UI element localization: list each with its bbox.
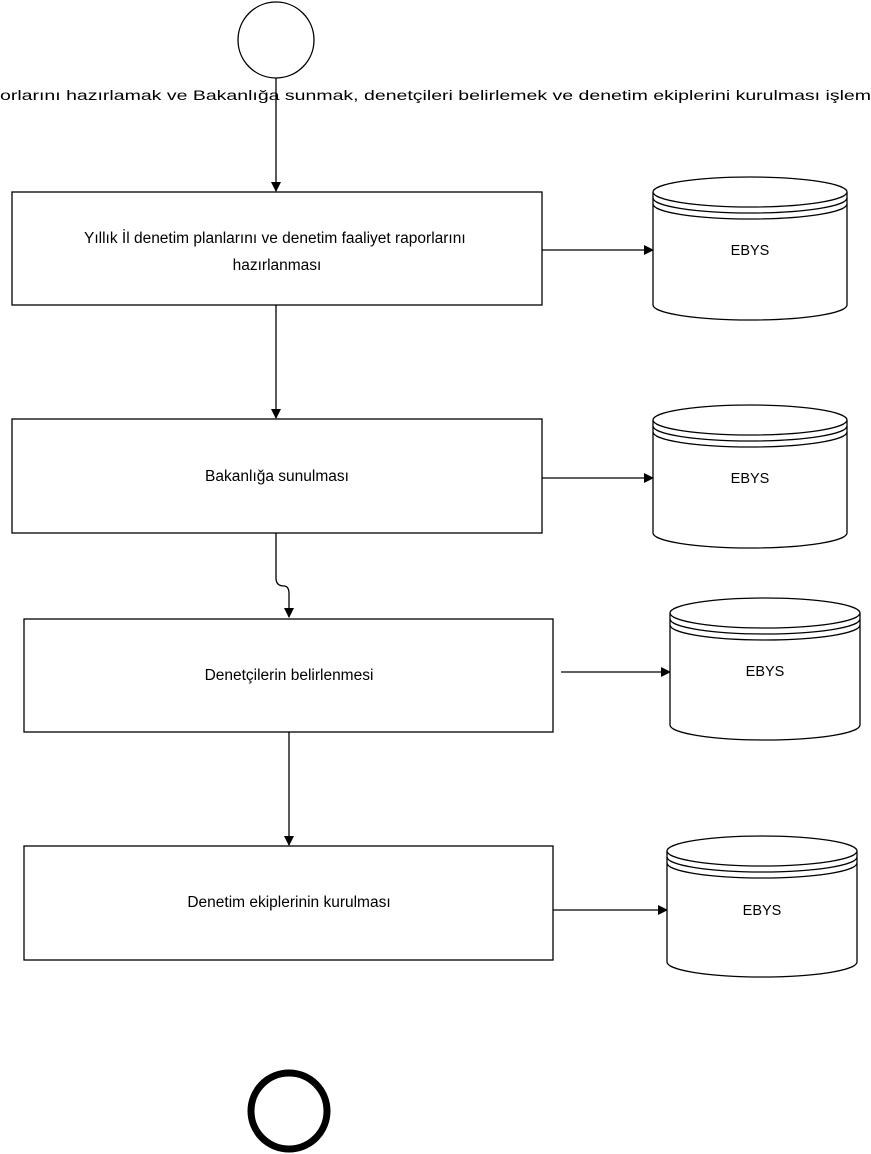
data-store-2-body <box>652 420 848 549</box>
process-step-3-box <box>23 618 554 733</box>
data-store-3-top <box>669 597 861 629</box>
data-store-2: EBYS <box>652 404 848 549</box>
data-store-1-body <box>652 192 848 321</box>
data-store-3-ring-1 <box>669 618 861 635</box>
data-store-1-ring-2 <box>652 203 848 220</box>
process-step-3: Denetçilerin belirlenmesi <box>23 618 554 733</box>
process-step-2-box <box>11 418 543 534</box>
process-step-1-label-line-1: Yıllık İl denetim planlarını ve denetim … <box>84 229 466 247</box>
flow-connector-step-2-to-step-3 <box>275 533 294 618</box>
process-description: orlarını hazırlamak ve Bakanlığa sunmak,… <box>0 87 871 103</box>
data-store-3: EBYS <box>669 597 861 741</box>
data-store-4-top <box>666 835 858 867</box>
data-store-4: EBYS <box>666 835 858 978</box>
data-store-4-ring-2 <box>666 862 858 879</box>
process-step-1: Yıllık İl denetim planlarını ve denetim … <box>11 191 543 306</box>
data-store-4-body <box>666 851 858 978</box>
process-step-4: Denetim ekiplerinin kurulması <box>23 845 554 961</box>
data-store-1-top <box>652 176 848 208</box>
data-store-3-ring-2 <box>669 624 861 641</box>
data-store-3-label: EBYS <box>746 664 785 680</box>
end-event <box>247 1069 331 1153</box>
data-store-4-label: EBYS <box>743 903 782 919</box>
data-store-3-body <box>669 613 861 741</box>
process-step-4-label: Denetim ekiplerinin kurulması <box>187 894 390 911</box>
process-step-1-label-line-2: hazırlanması <box>233 257 322 274</box>
process-step-2-label: Bakanlığa sunulması <box>205 468 349 485</box>
process-step-1-label: Yıllık İl denetim planlarını ve denetim … <box>84 229 470 274</box>
data-store-2-label: EBYS <box>731 471 770 487</box>
process-step-2: Bakanlığa sunulması <box>11 418 543 534</box>
data-store-4-ring-1 <box>666 856 858 873</box>
data-store-2-ring-2 <box>652 431 848 448</box>
start-event <box>237 1 315 79</box>
data-store-1: EBYS <box>652 176 848 321</box>
data-store-2-ring-1 <box>652 425 848 442</box>
process-step-3-label: Denetçilerin belirlenmesi <box>205 667 374 684</box>
data-store-1-ring-1 <box>652 197 848 214</box>
process-step-4-box <box>23 845 554 961</box>
data-store-2-top <box>652 404 848 436</box>
process-step-1-box <box>11 191 543 306</box>
data-store-1-label: EBYS <box>731 243 770 259</box>
